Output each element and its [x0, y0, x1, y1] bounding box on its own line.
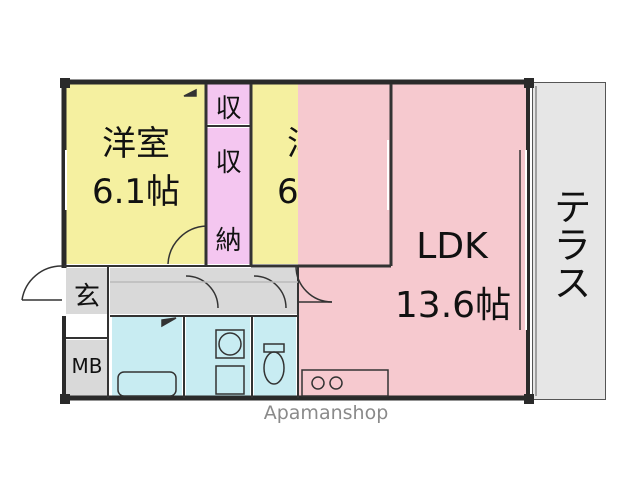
ldk-name: LDK [416, 226, 488, 267]
terrace-label: テラス [547, 187, 591, 301]
western-room-1: 洋室 6.1帖 [66, 84, 206, 264]
meter-box: MB [66, 340, 108, 396]
western-room-1-size: 6.1帖 [91, 172, 181, 212]
toilet [254, 316, 296, 400]
closet-storage-label-1: 収 [215, 148, 242, 178]
ldk-size: 13.6帖 [394, 285, 512, 326]
closet-top-label: 収 [215, 94, 242, 124]
bathroom [112, 316, 182, 400]
watermark: Apamanshop [263, 402, 389, 424]
hallway [110, 268, 298, 314]
entrance-label: 玄 [73, 282, 100, 312]
western-room-1-name: 洋室 [102, 124, 170, 164]
closet-storage-label-2: 納 [215, 226, 242, 256]
entrance: 玄 [66, 268, 108, 314]
closet-top: 収 [207, 84, 250, 124]
terrace: テラス [532, 82, 606, 400]
closet-storage: 収 納 [207, 128, 250, 264]
meter-box-label: MB [71, 354, 103, 378]
ldk-room [298, 84, 526, 400]
